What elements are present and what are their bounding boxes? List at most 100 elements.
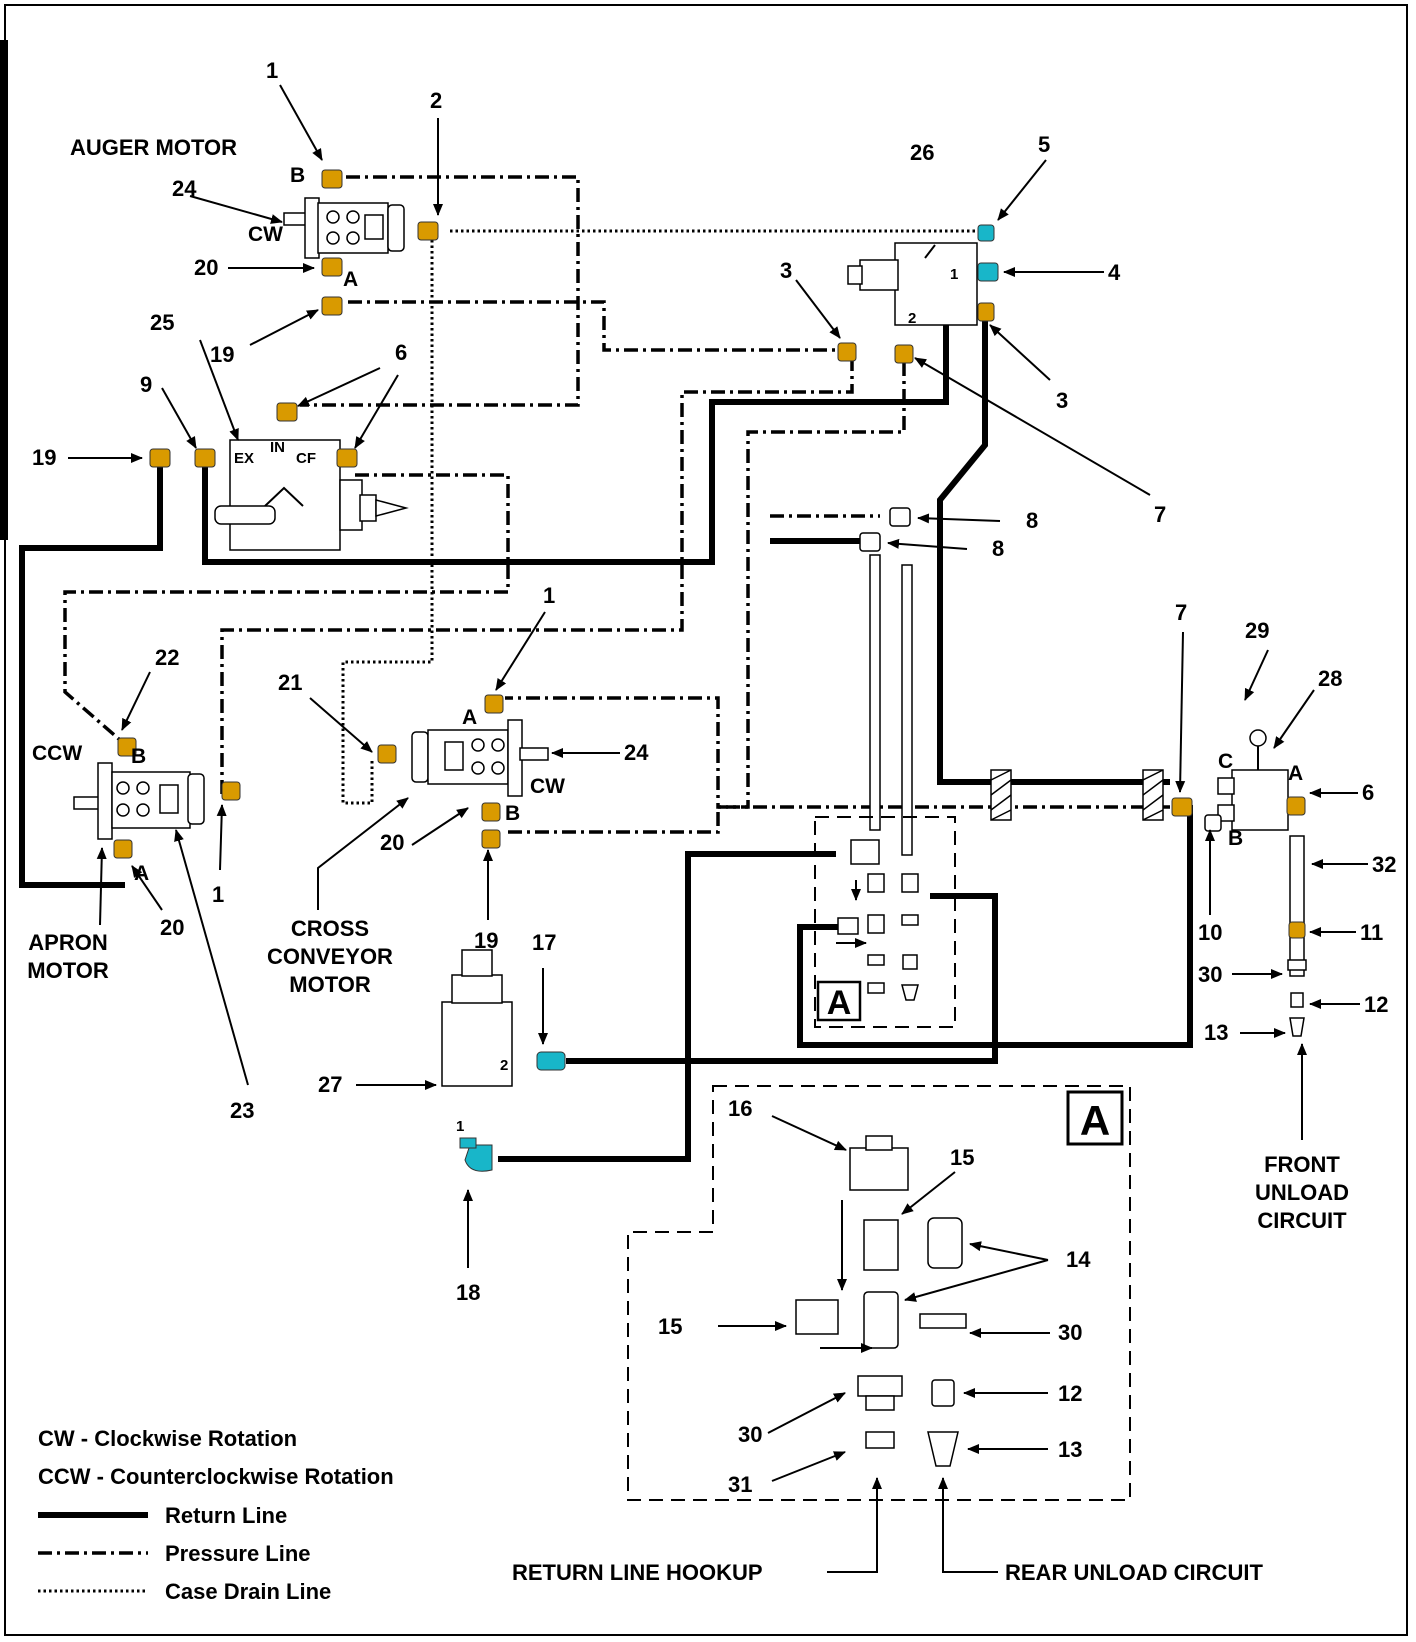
- page-edge-tab: [0, 40, 8, 540]
- front-caption-3: CIRCUIT: [1257, 1208, 1347, 1233]
- legend: CW - Clockwise Rotation CCW - Counterclo…: [38, 1426, 394, 1604]
- callout-18: 18: [456, 1280, 480, 1305]
- callout-11: 11: [1360, 920, 1383, 945]
- callout-7b: 7: [1175, 600, 1187, 625]
- legend-ccw: CCW - Counterclockwise Rotation: [38, 1464, 394, 1489]
- callout-15a: 15: [950, 1145, 974, 1170]
- apron-caption-1: APRON: [28, 930, 107, 955]
- legend-cw: CW - Clockwise Rotation: [38, 1426, 297, 1451]
- callout-23: 23: [230, 1098, 254, 1123]
- hose-clamps: [990, 769, 1164, 821]
- callout-20b: 20: [160, 915, 184, 940]
- callout-10: 10: [1198, 920, 1222, 945]
- front-port-c: C: [1218, 750, 1233, 773]
- front-caption-1: FRONT: [1264, 1152, 1340, 1177]
- auger-port-b: B: [290, 164, 305, 187]
- rear-unload-caption: REAR UNLOAD CIRCUIT: [1005, 1560, 1263, 1585]
- valve26-port-1: 1: [950, 266, 958, 283]
- callout-19c: 19: [474, 928, 498, 953]
- return-hookup-caption: RETURN LINE HOOKUP: [512, 1560, 763, 1585]
- callout-30b: 30: [1058, 1320, 1082, 1345]
- front-port-a: A: [1288, 762, 1303, 785]
- cross-conveyor-motor: [411, 719, 549, 797]
- legend-return: Return Line: [165, 1503, 287, 1528]
- auger-motor: [283, 197, 405, 259]
- pressure-lines: [63, 175, 1170, 834]
- callout-24b: 24: [624, 740, 649, 765]
- callout-1c: 1: [212, 882, 224, 907]
- legend-pressure: Pressure Line: [165, 1541, 311, 1566]
- callout-12a: 12: [1364, 992, 1388, 1017]
- valve-port-cf: CF: [296, 450, 316, 467]
- front-port-b: B: [1228, 827, 1243, 850]
- callout-1b: 1: [543, 583, 555, 608]
- callout-13a: 13: [1204, 1020, 1228, 1045]
- front-caption-2: UNLOAD: [1255, 1180, 1349, 1205]
- callout-30c: 30: [738, 1422, 762, 1447]
- callout-6b: 6: [1362, 780, 1374, 805]
- apron-motor: [73, 762, 205, 840]
- callout-6a: 6: [395, 340, 407, 365]
- callout-16: 16: [728, 1096, 752, 1121]
- callout-8b: 8: [992, 536, 1004, 561]
- captions: AUGER MOTOR APRON MOTOR CROSS CONVEYOR M…: [27, 135, 1349, 1585]
- cross-caption-1: CROSS: [291, 916, 369, 941]
- callout-19b: 19: [32, 445, 56, 470]
- callout-12b: 12: [1058, 1381, 1082, 1406]
- callout-3b: 3: [1056, 388, 1068, 413]
- callout-29: 29: [1245, 618, 1269, 643]
- front-unload-valve: [1217, 729, 1305, 977]
- cross-port-b: B: [505, 802, 520, 825]
- port-labels: B CW A EX IN CF 1 2 CCW B A A CW B C A B…: [32, 164, 1303, 1135]
- callout-28: 28: [1318, 666, 1342, 691]
- callout-3a: 3: [780, 258, 792, 283]
- callout-2: 2: [430, 88, 442, 113]
- callout-25: 25: [150, 310, 174, 335]
- callout-arrows: [68, 84, 1368, 1573]
- detail-a-large: A: [627, 1085, 1131, 1501]
- callout-14: 14: [1066, 1247, 1091, 1272]
- cross-cw: CW: [530, 775, 565, 798]
- apron-port-a: A: [134, 862, 149, 885]
- callout-17: 17: [532, 930, 556, 955]
- case-drain-lines: [341, 229, 987, 805]
- flow-control-valve: [214, 439, 409, 551]
- valve27-port-1: 1: [456, 1118, 464, 1135]
- cross-caption-3: MOTOR: [289, 972, 371, 997]
- valve-27: [441, 949, 513, 1087]
- callout-5: 5: [1038, 132, 1050, 157]
- callout-8a: 8: [1026, 508, 1038, 533]
- valve-26: [847, 242, 978, 326]
- detail-a-large-label: A: [1080, 1097, 1110, 1144]
- callout-4: 4: [1108, 260, 1121, 285]
- callout-1a: 1: [266, 58, 278, 83]
- callout-30a: 30: [1198, 962, 1222, 987]
- valve-port-in: IN: [270, 439, 285, 456]
- callout-22: 22: [155, 645, 179, 670]
- detail-a-small-label: A: [827, 984, 852, 1022]
- auger-port-a: A: [343, 268, 358, 291]
- apron-port-b: B: [131, 745, 146, 768]
- page-border: [4, 4, 1408, 1636]
- callout-13b: 13: [1058, 1437, 1082, 1462]
- callout-7a: 7: [1154, 502, 1166, 527]
- callout-20c: 20: [380, 830, 404, 855]
- callout-26: 26: [910, 140, 934, 165]
- callout-27: 27: [318, 1072, 342, 1097]
- callout-19a: 19: [210, 342, 234, 367]
- valve26-port-2: 2: [908, 310, 916, 327]
- apron-ccw: CCW: [32, 742, 82, 765]
- callout-24a: 24: [172, 176, 197, 201]
- callout-21: 21: [278, 670, 302, 695]
- callout-9: 9: [140, 372, 152, 397]
- detail-a-small: A: [814, 816, 956, 1028]
- valve27-port-2: 2: [500, 1057, 508, 1074]
- unload-tubes: [869, 554, 913, 856]
- apron-caption-2: MOTOR: [27, 958, 109, 983]
- callout-numbers: 1 2 26 5 4 24 20 25 19 9 6 19 3 3 7 8 8 …: [32, 58, 1396, 1497]
- callout-20a: 20: [194, 255, 218, 280]
- callout-15b: 15: [658, 1314, 682, 1339]
- auger-cw: CW: [248, 223, 283, 246]
